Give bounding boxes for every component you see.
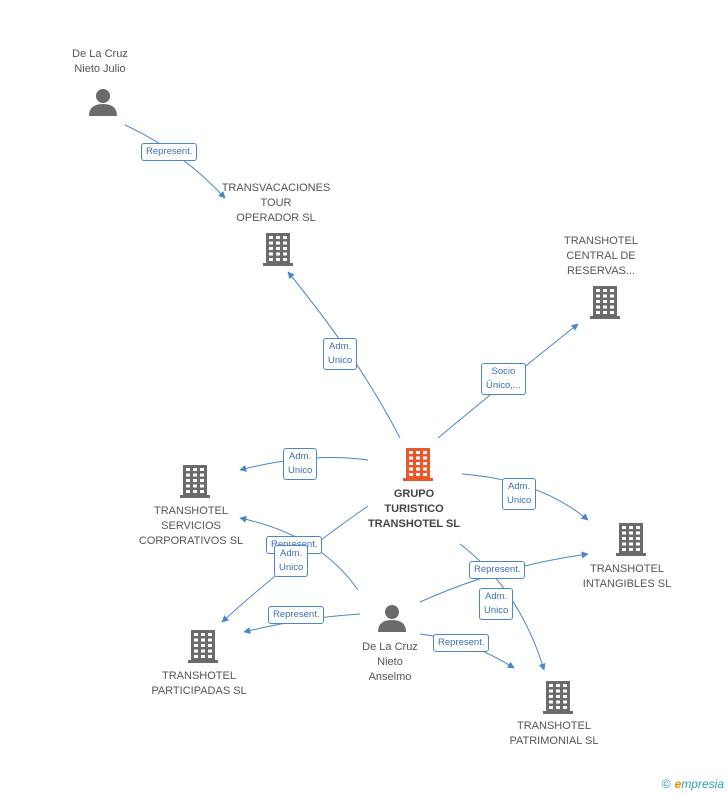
copyright-icon: © bbox=[661, 777, 671, 791]
brand-logo: ©empresia bbox=[662, 777, 724, 791]
node-label-servicios-corporativos[interactable]: TRANSHOTEL SERVICIOS CORPORATIVOS SL bbox=[138, 505, 244, 547]
node-label-participadas[interactable]: TRANSHOTEL PARTICIPADAS SL bbox=[151, 670, 247, 697]
edges-layer bbox=[124, 124, 589, 671]
person-icon bbox=[378, 605, 406, 632]
edge-label-grupo-participadas[interactable]: Adm. Unico bbox=[274, 545, 309, 577]
edge-label-grupo-intangibles[interactable]: Adm. Unico bbox=[502, 478, 537, 510]
edge-label-grupo-patrimonial[interactable]: Adm. Unico bbox=[479, 588, 514, 620]
node-label-transvacaciones[interactable]: TRANSVACACIONES TOUR OPERADOR SL bbox=[221, 182, 331, 224]
node-label-patrimonial[interactable]: TRANSHOTEL PATRIMONIAL SL bbox=[509, 720, 599, 747]
person-icon bbox=[89, 89, 117, 116]
edge-label-grupo-transvacaciones[interactable]: Adm. Unico bbox=[323, 338, 358, 370]
edge-julio-transvacaciones bbox=[124, 124, 226, 199]
edge-label-julio-transvacaciones[interactable]: Represent. bbox=[141, 143, 198, 161]
node-label-intangibles[interactable]: TRANSHOTEL INTANGIBLES SL bbox=[582, 563, 672, 590]
building-icon bbox=[616, 523, 646, 556]
node-label-central-reservas[interactable]: TRANSHOTEL CENTRAL DE RESERVAS... bbox=[564, 235, 638, 277]
building-icon bbox=[543, 681, 573, 714]
brand-name: mpresia bbox=[681, 777, 724, 791]
building-icon bbox=[263, 233, 293, 266]
building-icon bbox=[590, 286, 620, 319]
node-label-grupo-turistico[interactable]: GRUPO TURISTICO TRANSHOTEL SL bbox=[367, 488, 461, 530]
building-icon bbox=[180, 465, 210, 498]
edge-label-anselmo-patrimonial[interactable]: Represent. bbox=[433, 634, 490, 652]
buildings-layer bbox=[180, 233, 646, 714]
edge-label-grupo-servicios[interactable]: Adm. Unico bbox=[283, 448, 318, 480]
node-label-de-la-cruz-anselmo[interactable]: De La Cruz Nieto Anselmo bbox=[362, 641, 418, 683]
node-label-de-la-cruz-julio[interactable]: De La Cruz Nieto Julio bbox=[72, 48, 128, 75]
building-icon bbox=[403, 448, 433, 481]
edge-label-anselmo-participadas[interactable]: Represent. bbox=[268, 606, 325, 624]
brand-initial: e bbox=[674, 777, 682, 791]
edge-label-anselmo-intangibles[interactable]: Represent. bbox=[469, 561, 526, 579]
edge-label-grupo-central[interactable]: Socio Único,... bbox=[481, 363, 526, 395]
building-icon bbox=[188, 630, 218, 663]
